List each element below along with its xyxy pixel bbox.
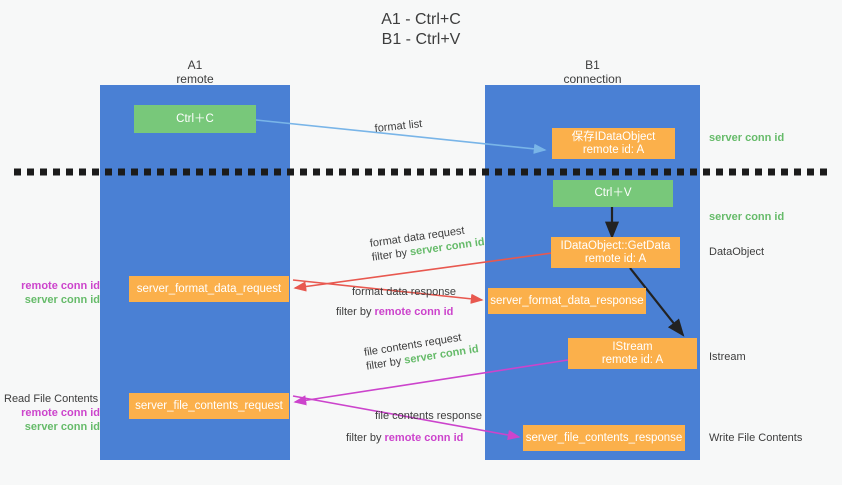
node-save-dataobject-line1: 保存IDataObject — [571, 130, 656, 143]
node-getdata-line2: remote id: A — [584, 252, 647, 265]
edge-label-format-data-response-filter-key: remote conn id — [374, 306, 454, 318]
edge-format-data-request — [293, 252, 553, 292]
left-label-remote-conn-id-1-text: remote conn id — [21, 280, 100, 292]
node-istream[interactable]: IStream remote id: A — [568, 338, 697, 369]
right-label-dataobject-text: DataObject — [709, 246, 765, 258]
lane-title-b1: B1 connection — [485, 58, 700, 86]
edge-getdata-to-istream — [629, 267, 685, 337]
left-label-server-conn-id-1: server conn id — [8, 293, 100, 307]
node-server-file-contents-request-label: server_file_contents_request — [135, 399, 283, 412]
right-label-server-conn-id-1: server conn id — [709, 131, 784, 145]
node-server-format-data-request-label: server_format_data_request — [136, 282, 282, 295]
left-label-server-conn-id-1-text: server conn id — [24, 294, 100, 306]
node-server-file-contents-request[interactable]: server_file_contents_request — [129, 393, 289, 419]
edge-file-contents-request — [293, 359, 569, 406]
right-label-write-file-contents: Write File Contents — [709, 431, 802, 445]
page-title: A1 - Ctrl+C B1 - Ctrl+V — [381, 11, 461, 48]
left-label-server-conn-id-2: server conn id — [4, 420, 100, 434]
left-label-remote-conn-id-1: remote conn id — [8, 279, 100, 293]
left-label-remote-conn-id-2-text: remote conn id — [21, 407, 100, 419]
right-label-write-file-contents-text: Write File Contents — [709, 432, 803, 444]
node-server-file-contents-response[interactable]: server_file_contents_response — [523, 425, 685, 451]
left-label-read-file-contents-text: Read File Contents — [4, 393, 99, 405]
right-label-istream-text: Istream — [709, 351, 746, 363]
lane-title-b1-name: B1 — [585, 58, 600, 72]
left-label-read-file-contents: Read File Contents — [4, 392, 100, 406]
node-istream-line1: IStream — [612, 340, 653, 353]
node-ctrl-c-label: Ctrl＋C — [176, 112, 214, 125]
edge-label-file-contents-response-filter-prefix: filter by — [346, 432, 385, 444]
node-server-format-data-response[interactable]: server_format_data_response — [488, 288, 646, 314]
lane-title-a1-name: A1 — [187, 58, 203, 72]
node-save-dataobject-line2: remote id: A — [582, 143, 645, 156]
right-label-istream: Istream — [709, 350, 746, 364]
left-label-group-file: Read File Contents remote conn id server… — [4, 392, 100, 434]
node-getdata-line1: IDataObject::GetData — [560, 239, 671, 252]
node-server-file-contents-response-label: server_file_contents_response — [525, 431, 683, 444]
node-ctrl-c[interactable]: Ctrl＋C — [134, 105, 256, 133]
edge-label-file-contents-response-text: file contents response — [375, 410, 483, 422]
lane-title-b1-sub: connection — [563, 72, 622, 86]
right-label-server-conn-id-2: server conn id — [709, 210, 784, 224]
node-server-format-data-response-label: server_format_data_response — [490, 294, 644, 307]
edge-format-list — [255, 119, 547, 154]
right-label-server-conn-id-2-text: server conn id — [709, 211, 785, 223]
node-server-format-data-request[interactable]: server_format_data_request — [129, 276, 289, 302]
node-istream-line2: remote id: A — [601, 353, 664, 366]
node-ctrl-v-label: Ctrl＋V — [594, 187, 632, 199]
right-label-server-conn-id-1-text: server conn id — [709, 132, 785, 144]
right-label-dataobject: DataObject — [709, 245, 764, 259]
node-save-dataobject[interactable]: 保存IDataObject remote id: A — [552, 128, 675, 159]
edge-label-format-data-response: format data response filter by remote co… — [336, 285, 456, 319]
edge-label-file-contents-response: file contents response filter by remote … — [346, 409, 483, 445]
node-getdata[interactable]: IDataObject::GetData remote id: A — [551, 237, 680, 268]
node-ctrl-v[interactable]: Ctrl＋V — [553, 180, 673, 207]
left-label-remote-conn-id-2: remote conn id — [4, 406, 100, 420]
left-label-group-format: remote conn id server conn id — [8, 279, 100, 307]
left-label-server-conn-id-2-text: server conn id — [24, 421, 100, 433]
edge-label-format-data-response-text: format data response — [352, 286, 456, 298]
lane-title-a1-sub: remote — [176, 72, 214, 86]
edge-label-format-data-response-filter-prefix: filter by — [336, 306, 375, 318]
lane-title-a1: A1 remote — [100, 58, 290, 86]
edge-format-data-response — [292, 279, 484, 304]
edge-file-contents-response — [292, 395, 521, 441]
edge-label-file-contents-response-filter-key: remote conn id — [384, 432, 464, 444]
